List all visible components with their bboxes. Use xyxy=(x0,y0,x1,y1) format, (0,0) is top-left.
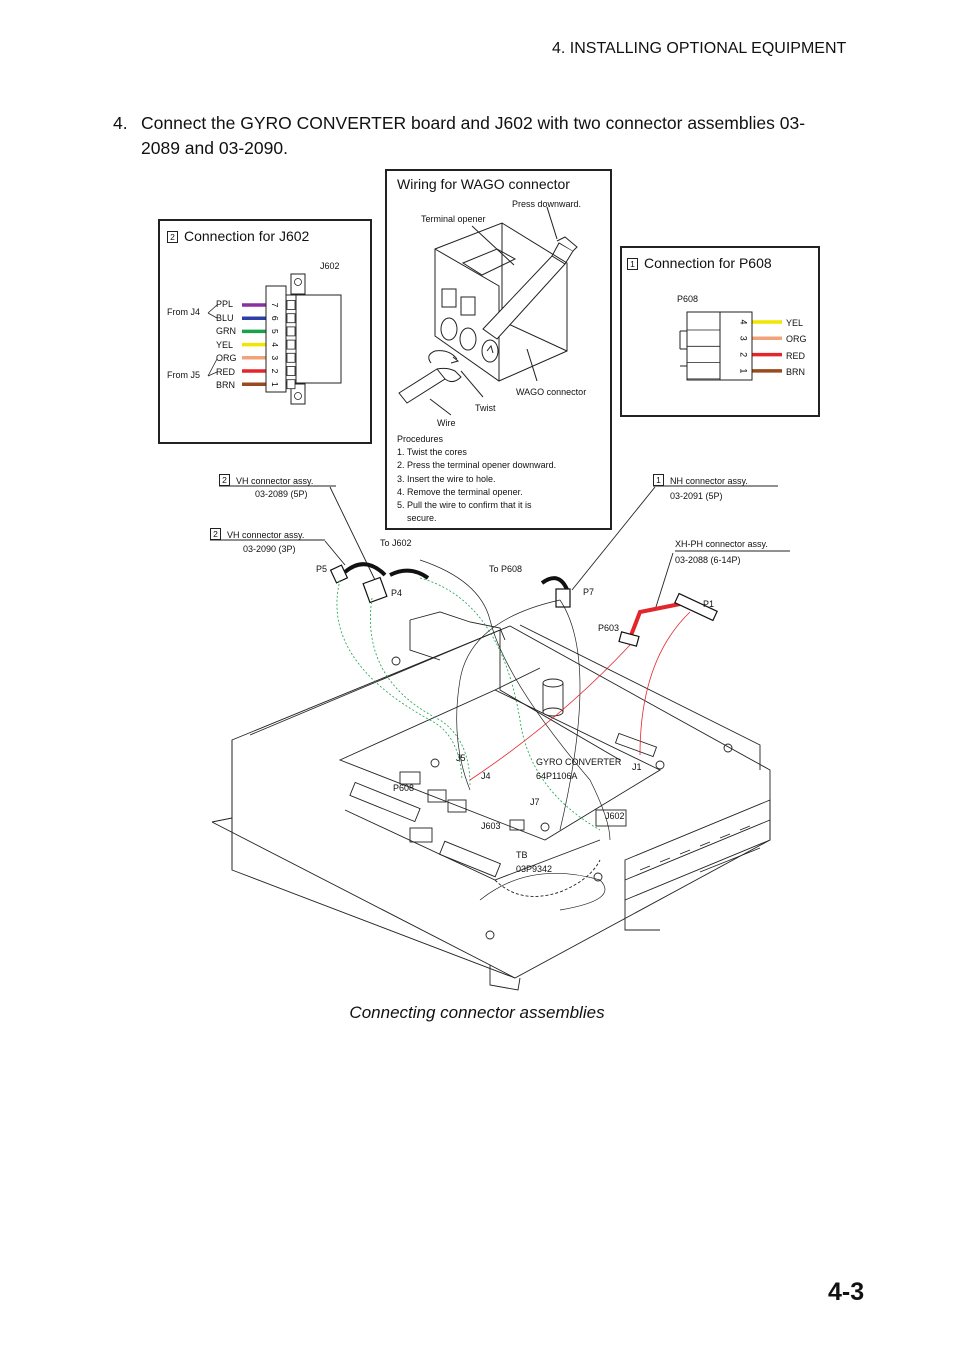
procedure-step: secure. xyxy=(397,513,437,524)
p1-label: P1 xyxy=(703,599,715,609)
terminal-slot xyxy=(286,352,296,363)
procedures: Procedures 1. Twist the cores 2. Press t… xyxy=(397,433,556,525)
p603-label: P603 xyxy=(598,623,620,633)
terminal-slot xyxy=(286,339,296,350)
page-number: 4-3 xyxy=(828,1278,865,1306)
p4-label: P4 xyxy=(391,588,403,598)
procedure-step: 3. Insert the wire to hole. xyxy=(397,473,496,484)
wire-label: Wire xyxy=(437,418,456,428)
pin-number: 1 xyxy=(270,382,280,387)
vh5-callout: 2 VH connector assy. xyxy=(219,474,313,486)
j602-board-label: J602 xyxy=(605,811,625,821)
wago-wiring-box: Wiring for WAGO connector Press downward… xyxy=(385,169,612,530)
wago-connector-label: WAGO connector xyxy=(516,387,587,397)
figure-caption: Connecting connector assemblies xyxy=(349,1003,605,1022)
wire-label: RED xyxy=(216,366,236,377)
terminal-slot xyxy=(286,379,296,390)
gyro-converter-label: GYRO CONVERTER xyxy=(536,757,622,767)
nh-badge: 1 xyxy=(653,474,664,486)
vh3-callout: 2 VH connector assy. xyxy=(210,528,304,540)
terminal-slot xyxy=(286,313,296,324)
vh5-badge: 2 xyxy=(219,474,230,486)
j602-box-title: 2 Connection for J602 xyxy=(167,228,309,244)
gyro-converter-code: 64P1106A xyxy=(536,771,578,781)
procedure-step: 5. Pull the wire to confirm that it is xyxy=(397,500,532,511)
wire-label: GRN xyxy=(216,326,236,336)
from-j5-label: From J5 xyxy=(167,370,201,380)
wire-label: BRN xyxy=(786,366,806,377)
j602-connection-box: 2 Connection for J602 J602 From J4 From J… xyxy=(158,219,372,444)
p608-title-text: Connection for P608 xyxy=(644,255,772,271)
pin-number: 7 xyxy=(270,303,280,308)
j602-connector-label: J602 xyxy=(320,261,340,271)
procedures-title: Procedures xyxy=(397,434,444,444)
vh3-badge: 2 xyxy=(210,528,221,540)
pin-number: 1 xyxy=(739,368,749,373)
wire-label: YEL xyxy=(216,339,234,350)
terminal-slot xyxy=(286,366,296,376)
to-p608-label: To P608 xyxy=(489,564,523,574)
nh-name: NH connector assy. xyxy=(670,476,748,486)
wire-label: ORG xyxy=(216,353,237,363)
to-j602-label: To J602 xyxy=(380,538,412,548)
p608-badge: 1 xyxy=(627,258,638,270)
vh5-name: VH connector assy. xyxy=(236,476,314,486)
p608-connector-label: P608 xyxy=(677,294,699,304)
tb-label: TB xyxy=(516,850,528,860)
press-downward-label: Press downward. xyxy=(512,199,582,209)
p608-board-label: P608 xyxy=(393,783,415,793)
procedure-step: 2. Press the terminal opener downward. xyxy=(397,460,557,471)
pin-number: 6 xyxy=(270,316,280,321)
pin-number: 5 xyxy=(270,329,280,334)
j5-label: J5 xyxy=(456,753,466,763)
wire-label: PPL xyxy=(216,299,234,309)
xh-code: 03-2088 (6-14P) xyxy=(675,555,741,565)
vh5-code: 03-2089 (5P) xyxy=(255,489,308,499)
p608-wire-labels: YEL ORG RED BRN xyxy=(786,315,807,380)
step-text: Connect the GYRO CONVERTER board and J60… xyxy=(141,113,806,158)
p608-box-title: 1 Connection for P608 xyxy=(627,255,772,271)
twist-label: Twist xyxy=(475,403,496,413)
terminal-slot xyxy=(286,300,296,310)
tb-code: 03P9342 xyxy=(516,864,553,874)
assembly-drawing xyxy=(210,485,790,991)
vh3-name: VH connector assy. xyxy=(227,530,305,540)
procedure-step: 1. Twist the cores xyxy=(397,447,467,458)
nh-callout: 1 NH connector assy. xyxy=(653,474,748,486)
wire-label: BLU xyxy=(216,312,234,323)
j602-badge: 2 xyxy=(167,231,178,243)
nh-code: 03-2091 (5P) xyxy=(670,491,723,501)
j602-connector-drawing: 7 6 5 4 3 2 1 xyxy=(207,273,342,405)
pin-number: 3 xyxy=(270,355,280,360)
vh3-code: 03-2090 (3P) xyxy=(243,544,296,554)
p7-label: P7 xyxy=(583,587,595,597)
j4-label: J4 xyxy=(481,771,491,781)
j602-wire-labels: PPL BLU GRN YEL ORG RED BRN xyxy=(216,298,237,393)
p608-connection-box: 1 Connection for P608 P608 YEL ORG RED BR… xyxy=(620,246,820,417)
wago-connector-illustration xyxy=(398,206,578,416)
from-j4-label: From J4 xyxy=(167,307,201,317)
pin-number: 3 xyxy=(739,336,749,341)
wago-box-title: Wiring for WAGO connector xyxy=(397,176,570,192)
pin-number: 2 xyxy=(739,352,749,357)
terminal-slot xyxy=(286,326,296,337)
j7-label: J7 xyxy=(530,797,540,807)
section-header: 4. INSTALLING OPTIONAL EQUIPMENT xyxy=(552,40,847,57)
p5-label: P5 xyxy=(316,564,328,574)
pin-number: 4 xyxy=(739,319,749,324)
step-number: 4. xyxy=(113,113,128,133)
wire-label: ORG xyxy=(786,334,807,345)
p608-connector-drawing: 4 3 2 1 xyxy=(679,311,782,381)
j602-title-text: Connection for J602 xyxy=(184,228,310,244)
xh-name: XH-PH connector assy. xyxy=(675,539,768,549)
pin-number: 2 xyxy=(270,369,280,374)
j603-label: J603 xyxy=(481,821,501,831)
wire-label: BRN xyxy=(216,380,236,390)
wire-label: RED xyxy=(786,350,806,361)
pin-number: 4 xyxy=(270,342,280,347)
j1-label: J1 xyxy=(632,762,642,772)
terminal-opener-label: Terminal opener xyxy=(421,214,486,224)
procedure-step: 4. Remove the terminal opener. xyxy=(397,486,523,497)
wire-label: YEL xyxy=(786,318,804,328)
